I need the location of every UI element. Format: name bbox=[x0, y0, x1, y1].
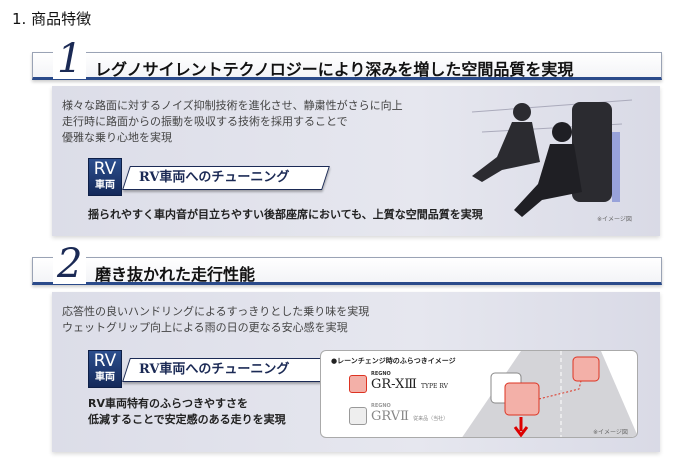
lane-change-illustration: ●レーンチェンジ時のふらつきイメージ REGNO GR-XⅢ TYPE RV R… bbox=[320, 350, 638, 438]
tuning-label-box: RV車両へのチューニング bbox=[122, 166, 330, 190]
tuning-text: RV車両特有のふらつきやすさを 低減することで安定感のある走りを実現 bbox=[88, 396, 286, 428]
badge-top: RV bbox=[93, 351, 117, 371]
section-number: 1 bbox=[53, 39, 87, 79]
tuning-label: RV車両へのチューニング bbox=[139, 170, 290, 185]
product-suffix: TYPE RV bbox=[421, 383, 448, 390]
section-1-panel: 様々な路面に対するノイズ抑制技術を進化させ、静粛性がさらに向上 走行時に路面から… bbox=[52, 86, 660, 236]
section-heading: レグノサイレントテクノロジーにより深みを増した空間品質を実現 bbox=[95, 60, 574, 79]
road-graphic bbox=[462, 351, 637, 437]
product-1-name: GR-XⅢ TYPE RV bbox=[371, 377, 448, 392]
seated-passengers-illustration bbox=[471, 99, 633, 217]
section-number: 2 bbox=[53, 244, 87, 284]
badge-bottom: 車両 bbox=[95, 180, 115, 191]
product-2-brand: REGNO bbox=[371, 403, 391, 409]
tuning-text-line: 低減することで安定感のある走りを実現 bbox=[88, 413, 286, 426]
product-note: 従来品（当社） bbox=[413, 416, 449, 422]
tuning-text-line: RV車両特有のふらつきやすさを bbox=[88, 397, 248, 410]
section-2-header: 2 磨き抜かれた走行性能 bbox=[32, 244, 662, 285]
product-name: GR-XⅢ bbox=[371, 377, 417, 392]
rv-vehicle-badge: RV 車両 bbox=[88, 350, 122, 388]
tuning-label: RV車両へのチューニング bbox=[139, 362, 290, 377]
body-line: 応答性の良いハンドリングによるすっきりとした乗り味を実現 bbox=[62, 305, 370, 318]
image-note: ※イメージ図 bbox=[597, 216, 632, 223]
body-line: 様々な路面に対するノイズ抑制技術を進化させ、静粛性がさらに向上 bbox=[62, 99, 403, 112]
section-body: 様々な路面に対するノイズ抑制技術を進化させ、静粛性がさらに向上 走行時に路面から… bbox=[62, 98, 403, 146]
rv-vehicle-badge: RV 車両 bbox=[88, 158, 122, 196]
image-note: ※イメージ図 bbox=[593, 429, 628, 436]
section-1-header: 1 レグノサイレントテクノロジーにより深みを増した空間品質を実現 bbox=[32, 39, 662, 80]
product-1-brand: REGNO bbox=[371, 371, 391, 377]
document-title: 1. 商品特徴 bbox=[12, 10, 92, 28]
car-icon bbox=[349, 375, 367, 393]
badge-top: RV bbox=[93, 159, 117, 179]
body-line: 走行時に路面からの振動を吸収する技術を採用することで bbox=[62, 115, 348, 128]
illustration-title: ●レーンチェンジ時のふらつきイメージ bbox=[331, 357, 456, 365]
car-icon bbox=[349, 407, 367, 425]
body-line: 優雅な乗り心地を実現 bbox=[62, 131, 172, 144]
badge-bottom: 車両 bbox=[95, 372, 115, 383]
tuning-text: 揺られやすく車内音が目立ちやすい後部座席においても、上質な空間品質を実現 bbox=[88, 208, 483, 221]
section-heading: 磨き抜かれた走行性能 bbox=[95, 265, 256, 284]
tuning-label-box: RV車両へのチューニング bbox=[122, 358, 330, 382]
product-name: GRVⅡ bbox=[371, 409, 409, 424]
product-2-name: GRVⅡ 従来品（当社） bbox=[371, 409, 448, 424]
section-body: 応答性の良いハンドリングによるすっきりとした乗り味を実現 ウェットグリップ向上に… bbox=[62, 304, 369, 336]
body-line: ウェットグリップ向上による雨の日の更なる安心感を実現 bbox=[62, 321, 348, 334]
